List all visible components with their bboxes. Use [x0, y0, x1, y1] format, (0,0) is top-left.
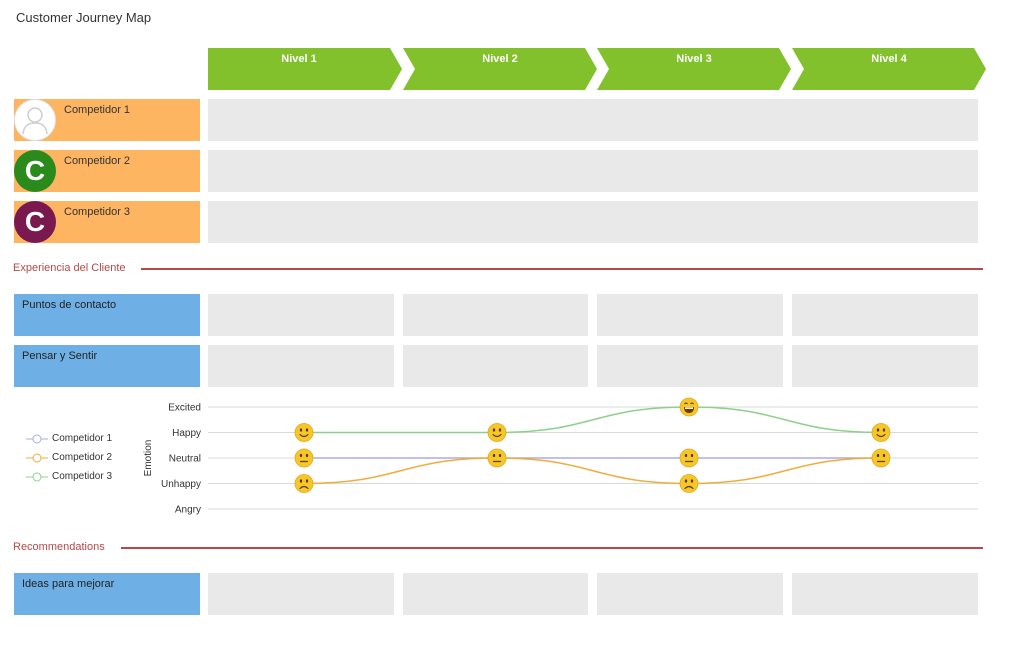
touchpoint-cell-4[interactable] — [792, 294, 978, 336]
touchpoint-cell-1[interactable] — [208, 294, 394, 336]
competitor-name: Competidor 3 — [64, 206, 131, 218]
emotion-unhappy-icon — [679, 474, 699, 493]
stage-label: Nivel 1 — [281, 53, 317, 65]
emotion-happy-icon — [487, 423, 507, 442]
row-label: Puntos de contacto — [22, 299, 117, 311]
section-divider — [141, 268, 983, 270]
y-tick-label: Neutral — [169, 454, 201, 465]
think-feel-cell-1[interactable] — [208, 345, 394, 387]
emotion-happy-icon — [871, 423, 891, 442]
legend-label: Competidor 3 — [52, 471, 113, 482]
stage-chevron-shape — [597, 48, 791, 90]
row-header-ideas[interactable]: Ideas para mejorar — [14, 573, 200, 615]
avatar: C — [14, 150, 56, 192]
section-title-recommendations: Recommendations — [13, 541, 105, 553]
legend-label: Competidor 2 — [52, 452, 113, 463]
emotion-excited-icon — [679, 397, 699, 417]
y-tick-label: Unhappy — [161, 479, 201, 490]
think-feel-cell-3[interactable] — [597, 345, 783, 387]
competitor-name: Competidor 2 — [64, 155, 131, 167]
think-feel-cell-4[interactable] — [792, 345, 978, 387]
competitor-name: Competidor 1 — [64, 104, 131, 116]
row-label: Ideas para mejorar — [22, 578, 115, 590]
emotion-neutral-icon — [871, 448, 891, 468]
stage-header-1: Nivel 1 — [208, 48, 404, 90]
legend-marker-icon — [26, 453, 48, 463]
row-label: Pensar y Sentir — [22, 350, 98, 362]
avatar: C — [14, 201, 56, 243]
stage-header-2: Nivel 2 — [403, 48, 599, 90]
stage-chevron-shape — [792, 48, 986, 90]
ideas-cell-4[interactable] — [792, 573, 978, 615]
emotion-happy-icon — [294, 423, 314, 442]
stage-label: Nivel 4 — [871, 53, 907, 65]
competitor-row-1[interactable]: Competidor 1 — [14, 99, 200, 141]
legend-label: Competidor 1 — [52, 433, 113, 444]
y-axis-label: Emotion — [143, 440, 154, 477]
legend-marker-icon — [26, 472, 48, 482]
competitor-2-cell[interactable] — [208, 150, 978, 192]
row-header-think-feel[interactable]: Pensar y Sentir — [14, 345, 200, 387]
stage-header-4: Nivel 4 — [792, 48, 988, 90]
stage-header-3: Nivel 3 — [597, 48, 793, 90]
emotion-neutral-icon — [487, 448, 507, 468]
page-title: Customer Journey Map — [16, 10, 152, 25]
stage-label: Nivel 3 — [676, 53, 712, 65]
legend-marker-icon — [26, 434, 48, 444]
legend-item-competitor-3[interactable]: Competidor 3 — [26, 471, 136, 487]
series-line — [304, 406, 882, 434]
competitor-3-cell[interactable] — [208, 201, 978, 243]
emotion-neutral-icon — [294, 448, 314, 468]
y-tick-label: Excited — [168, 403, 201, 414]
legend-item-competitor-2[interactable]: Competidor 2 — [26, 452, 136, 468]
series-line — [303, 457, 882, 485]
competitor-1-cell[interactable] — [208, 99, 978, 141]
user-placeholder-icon — [14, 99, 56, 141]
stage-chevron-shape — [208, 48, 402, 90]
touchpoint-cell-2[interactable] — [403, 294, 588, 336]
ideas-cell-1[interactable] — [208, 573, 394, 615]
row-header-touchpoints[interactable]: Puntos de contacto — [14, 294, 200, 336]
think-feel-cell-2[interactable] — [403, 345, 588, 387]
emotion-unhappy-icon — [294, 474, 314, 493]
competitor-row-2[interactable]: C Competidor 2 — [14, 150, 200, 192]
ideas-cell-3[interactable] — [597, 573, 783, 615]
emotion-neutral-icon — [679, 448, 699, 468]
user-silhouette-icon — [22, 107, 48, 135]
ideas-cell-2[interactable] — [403, 573, 588, 615]
stage-chevron-shape — [403, 48, 597, 90]
y-tick-label: Angry — [175, 505, 201, 516]
section-divider — [121, 547, 983, 549]
section-title-experience: Experiencia del Cliente — [13, 262, 126, 274]
competitor-row-3[interactable]: C Competidor 3 — [14, 201, 200, 243]
touchpoint-cell-3[interactable] — [597, 294, 783, 336]
stage-label: Nivel 2 — [482, 53, 518, 65]
legend-item-competitor-1[interactable]: Competidor 1 — [26, 433, 136, 449]
y-tick-label: Happy — [172, 428, 201, 439]
